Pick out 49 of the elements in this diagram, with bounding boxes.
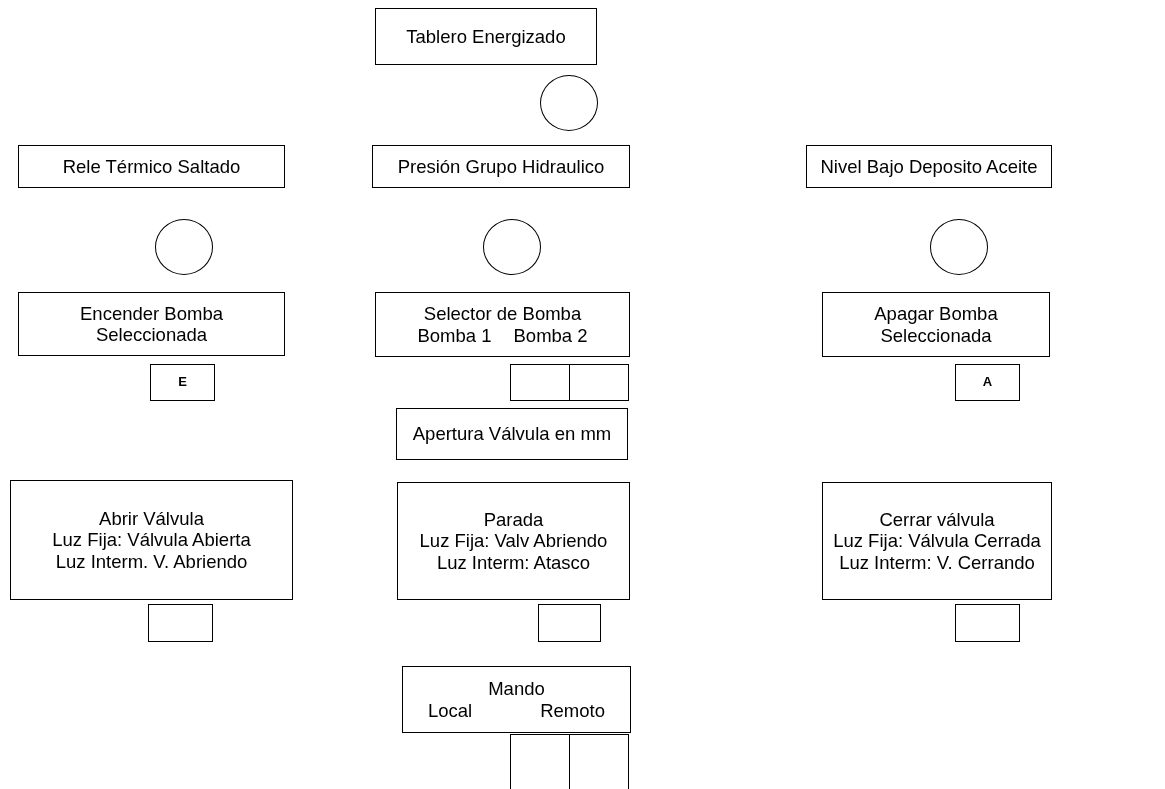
box-text: Cerrar válvula	[879, 509, 995, 531]
label-box	[397, 482, 630, 600]
indicator-lamp	[155, 219, 213, 275]
box-text: Luz Fija: Válvula Cerrada	[833, 530, 1041, 552]
indicator-box	[510, 734, 570, 789]
label-box	[402, 666, 631, 733]
box-text: Mando	[488, 678, 545, 700]
label-box	[10, 480, 293, 600]
box-text: Apagar Bomba Seleccionada	[873, 303, 999, 346]
box-text: Parada	[483, 509, 544, 531]
box-text: Luz Interm. V. Abriendo	[55, 550, 248, 572]
box-text: Rele Térmico Saltado	[62, 155, 241, 178]
box-text: Luz Fija: Válvula Abierta	[52, 529, 251, 551]
label-box	[806, 145, 1052, 188]
box-text: Luz Interm: Atasco	[436, 551, 591, 573]
indicator-lamp	[540, 75, 598, 131]
indicator-box	[148, 604, 213, 642]
indicator-box	[538, 604, 601, 642]
indicator-box	[569, 364, 629, 401]
label-box	[822, 482, 1052, 600]
box-text: Apertura Válvula en mm	[412, 423, 612, 445]
box-text: Presión Grupo Hidraulico	[397, 155, 605, 178]
box-text: Remoto	[540, 699, 605, 721]
indicator-box	[510, 364, 570, 401]
label-box	[822, 292, 1050, 357]
box-text: Abrir Válvula	[99, 508, 204, 530]
label-box	[372, 145, 630, 188]
label-box	[18, 145, 285, 188]
label-box	[375, 8, 597, 65]
box-text: Bomba 1	[417, 324, 492, 346]
label-box	[375, 292, 630, 357]
box-text: Nivel Bajo Deposito Aceite	[820, 155, 1038, 178]
push-button	[955, 364, 1020, 401]
label-box	[396, 408, 628, 460]
indicator-lamp	[930, 219, 988, 275]
indicator-box	[955, 604, 1020, 642]
box-text: E	[178, 375, 187, 390]
box-text: Luz Fija: Valv Abriendo	[419, 530, 608, 552]
indicator-lamp	[483, 219, 541, 275]
box-text: Selector de Bomba	[423, 303, 582, 325]
label-box	[18, 292, 285, 356]
indicator-box	[569, 734, 629, 789]
box-text: A	[982, 375, 993, 390]
box-text: Luz Interm: V. Cerrando	[839, 551, 1035, 573]
box-text: Local	[428, 699, 473, 721]
box-text: Encender Bomba Seleccionada	[79, 302, 224, 346]
push-button	[150, 364, 215, 401]
box-text: Bomba 2	[513, 324, 588, 346]
box-text: Tablero Energizado	[406, 25, 566, 48]
